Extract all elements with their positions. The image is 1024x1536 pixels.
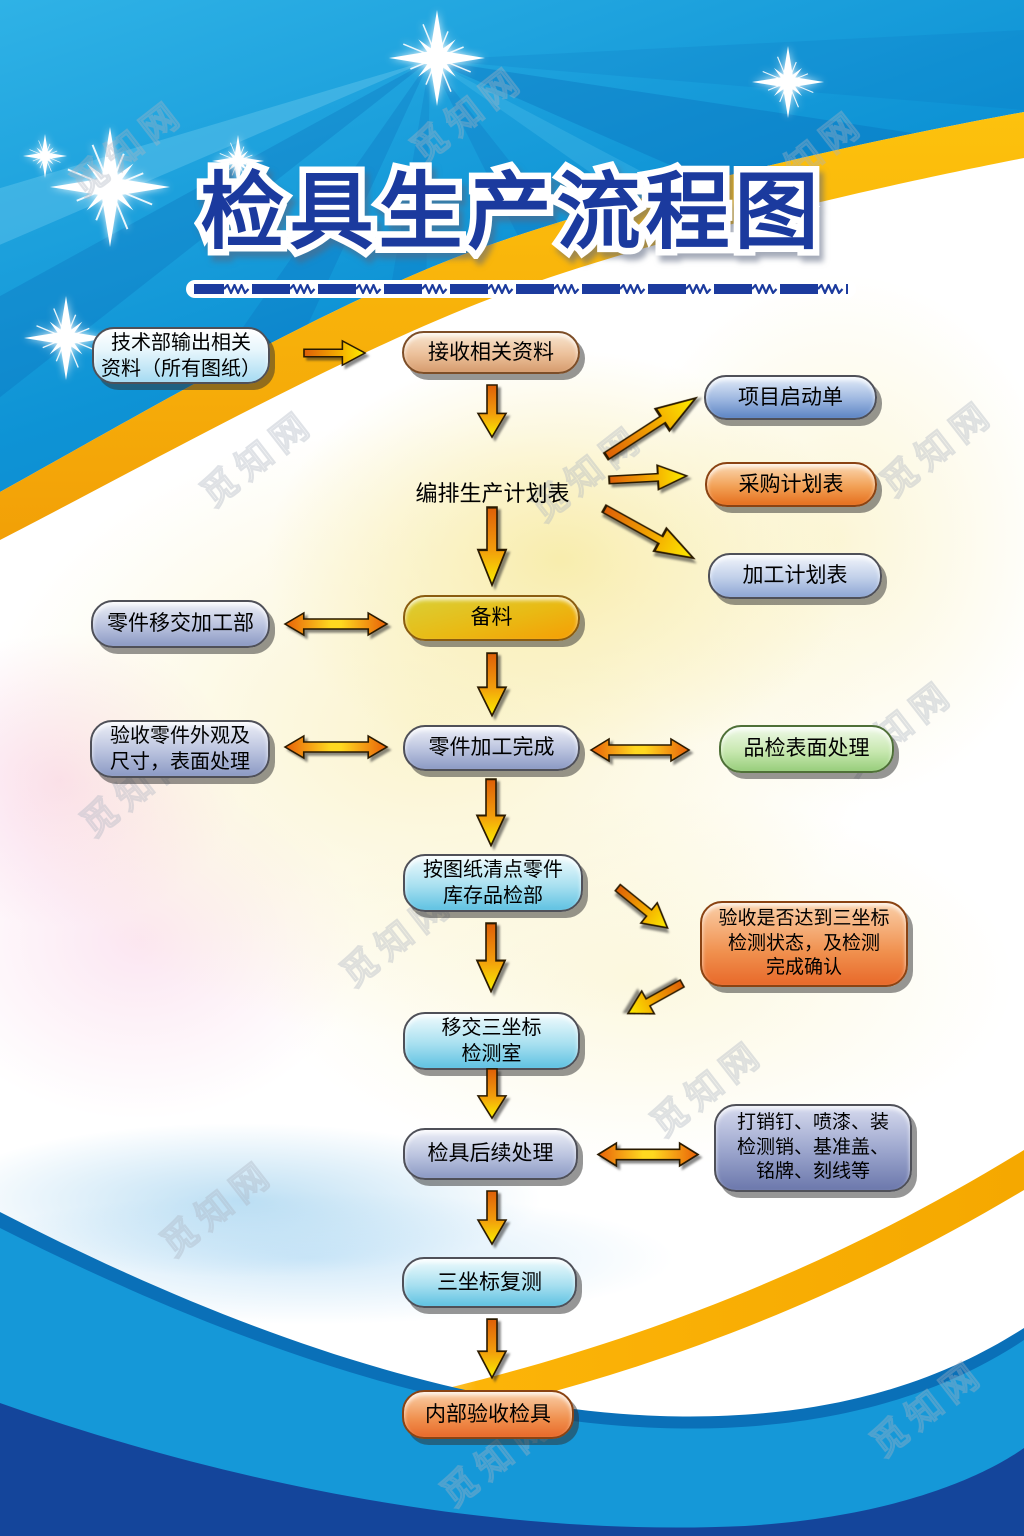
flow-label-production-schedule: 编排生产计划表: [415, 481, 570, 506]
starburst-icon: [751, 45, 825, 119]
flow-node-inspect-parts: 验收零件外观及 尺寸，表面处理: [90, 720, 270, 778]
arrow-down-count-to-transfer: [475, 922, 507, 994]
flow-node-parts-complete: 零件加工完成: [403, 725, 580, 771]
navy-swoosh: [0, 1403, 1024, 1536]
arrow-bidirectional-followup-finishing: [596, 1141, 700, 1168]
arrow-diagonal-schedule-to-project-start: [602, 396, 699, 461]
top-background: [0, 0, 1024, 540]
arrow-diagonal-schedule-to-process-plan: [600, 503, 696, 560]
flow-node-internal-acceptance: 内部验收检具: [402, 1390, 574, 1439]
dashed-divider: [186, 280, 856, 298]
arrow-diagonal-count-to-cmm-verify: [614, 883, 669, 929]
starburst-icon: [388, 9, 486, 107]
flow-node-cmm-transfer: 移交三坐标 检测室: [403, 1012, 580, 1070]
arrow-bidirectional-inspect-parts-complete: [283, 734, 389, 760]
flow-node-parts-transfer: 零件移交加工部: [91, 600, 270, 648]
arrow-bidirectional-transfer-prepare: [283, 611, 389, 637]
flow-node-cmm-recheck: 三坐标复测: [402, 1257, 577, 1308]
arrow-down-followup-to-recheck: [476, 1190, 508, 1246]
arrow-down-parts-to-count: [475, 778, 507, 848]
flow-node-tech-output: 技术部输出相关 资料（所有图纸）: [92, 327, 270, 384]
flow-node-project-start-form: 项目启动单: [704, 375, 877, 420]
arrow-diagonal-cmm-verify-to-transfer: [626, 978, 686, 1015]
arrow-down-recheck-to-acceptance: [476, 1318, 508, 1380]
flow-node-surface-qc: 品检表面处理: [719, 725, 894, 773]
flow-node-count-parts: 按图纸清点零件 库存品检部: [403, 854, 583, 912]
blue-sweep: [0, 0, 1024, 492]
blue-swoosh: [0, 1228, 1024, 1536]
arrow-down-schedule-to-prepare: [476, 506, 508, 588]
flow-node-prepare-materials: 备料: [403, 595, 580, 641]
arrow-right-schedule-to-purchase-plan: [608, 464, 689, 491]
arrow-down-prepare-to-parts-complete: [476, 652, 508, 718]
poster-title-outline: 检具生产流程图: [194, 159, 825, 265]
flow-node-process-plan: 加工计划表: [708, 553, 882, 599]
flow-node-receive-materials: 接收相关资料: [402, 331, 580, 374]
yellow-band: [0, 112, 1024, 540]
arrow-bidirectional-parts-surface-qc: [589, 737, 691, 763]
flow-node-gauge-followup: 检具后续处理: [403, 1128, 578, 1180]
flow-node-purchase-plan: 采购计划表: [705, 462, 877, 507]
arrow-down-transfer-to-followup: [476, 1068, 508, 1120]
flow-node-finishing-work: 打销钉、喷漆、装 检测销、基准盖、 铭牌、刻线等: [714, 1104, 912, 1192]
arrow-down-receive-to-schedule: [476, 384, 508, 439]
flow-node-cmm-verify: 验收是否达到三坐标 检测状态，及检测 完成确认: [700, 901, 908, 987]
arrow-right-tech-to-receive: [303, 339, 367, 367]
poster-title-text: 检具生产流程图: [200, 165, 824, 259]
